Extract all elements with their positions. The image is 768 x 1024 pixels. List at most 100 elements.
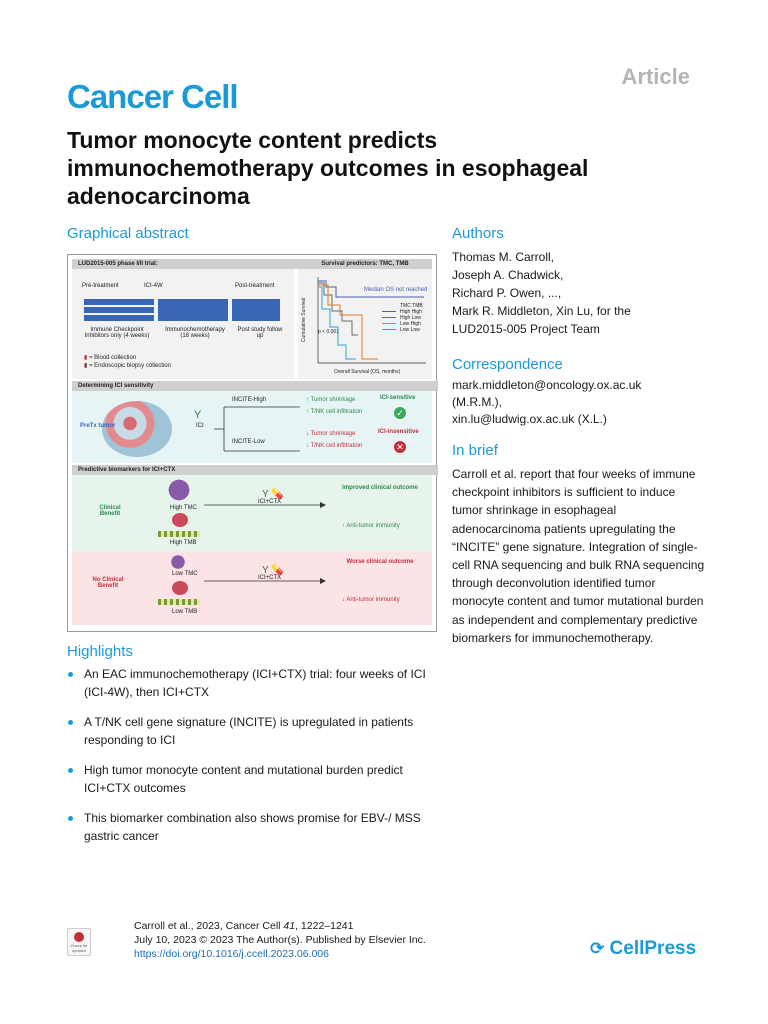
pvalue-label: p < 0.001: [318, 329, 339, 335]
tumor-shrinkage-up: ↑ Tumor shrinkage: [306, 397, 356, 403]
author-line: Richard P. Owen, ...,: [452, 286, 562, 300]
sensitivity-panel-title: Determining ICI sensitivity: [72, 381, 438, 391]
check-for-updates-icon[interactable]: Check for updates: [67, 928, 91, 956]
km-curve-high-high: [318, 280, 424, 298]
antibody-icon: Y: [194, 409, 202, 421]
km-curve-high-low: [318, 282, 358, 336]
graphical-abstract: LUD2015-005 phase I/II trial: Pre-treatm…: [67, 254, 438, 632]
trial-panel: LUD2015-005 phase I/II trial: Pre-treatm…: [72, 259, 300, 379]
journal-name: Cancer Cell: [67, 78, 239, 115]
author-line: Thomas M. Carroll,: [452, 250, 555, 264]
no-clinical-benefit-label: No Clinical Benefit: [92, 577, 124, 589]
biomarker-panel-title: Predictive biomarkers for ICI+CTX: [72, 465, 438, 475]
survival-legend-row: Low High: [382, 321, 423, 327]
median-os-label: Median OS not reached: [364, 287, 428, 293]
benefit-band: [72, 475, 432, 551]
highlight-item: This biomarker combination also shows pr…: [67, 810, 447, 845]
graphical-abstract-heading: Graphical abstract: [67, 225, 189, 242]
legend-swatch: [382, 322, 396, 325]
cross-icon: ✕: [394, 441, 406, 453]
dna-low-graphic: [158, 599, 200, 605]
highlight-item: A T/NK cell gene signature (INCITE) is u…: [67, 714, 447, 749]
trial-panel-title: LUD2015-005 phase I/II trial:: [72, 259, 300, 269]
survival-ylabel: Cumulative Survival: [301, 297, 308, 343]
survival-legend-row: High Low: [382, 315, 423, 321]
legend-swatch: [382, 328, 396, 331]
ici-arm-bars: [84, 299, 154, 321]
correspondence-heading: Correspondence: [452, 356, 563, 373]
survival-panel: Survival predictors: TMC, TMB Median OS …: [298, 259, 432, 379]
tnk-infiltration-down: ↓ T/NK cell infiltration: [306, 443, 363, 449]
check-icon: ✓: [394, 407, 406, 419]
ici-ctx-label-2: ICI+CTX: [258, 575, 282, 581]
highlight-item: An EAC immunochemotherapy (ICI+CTX) tria…: [67, 666, 447, 701]
in-brief-text: Carroll et al. report that four weeks of…: [452, 467, 705, 645]
anti-tumor-down: ↓ Anti-tumor immunity: [342, 597, 400, 603]
email-line[interactable]: xin.lu@ludwig.ox.ac.uk (X.L.): [452, 412, 607, 426]
survival-xlabel: Overall Survival (OS, months): [334, 369, 401, 375]
ici-label: ICI: [196, 423, 204, 429]
citation-footer: Carroll et al., 2023, Cancer Cell 41, 12…: [134, 919, 426, 961]
km-curve-low-low: [318, 286, 356, 360]
legend-swatch: [382, 310, 396, 313]
email-line: (M.R.M.),: [452, 395, 502, 409]
cellpress-icon: ⟳: [590, 939, 605, 958]
citation-line: Carroll et al., 2023, Cancer Cell 41, 12…: [134, 920, 354, 932]
author-line: Mark R. Middleton, Xin Lu, for the: [452, 304, 631, 318]
clinical-benefit-label: Clinical Benefit: [99, 505, 121, 517]
ici-insensitive-label: ICI-insensitive: [378, 429, 419, 435]
email-line[interactable]: mark.middleton@oncology.ox.ac.uk: [452, 378, 642, 392]
legend-blood: ▮ = Blood collection: [84, 355, 137, 361]
worse-outcome-label: Worse clinical outcome: [346, 559, 414, 565]
legend-biopsy: ▮ = Endoscopic biopsy collection: [84, 363, 171, 369]
immuno-label: Immunochemotherapy (18 weeks): [165, 327, 225, 339]
highlight-item: High tumor monocyte content and mutation…: [67, 762, 447, 797]
authors-heading: Authors: [452, 225, 504, 242]
monocytes-low-graphic: [168, 555, 188, 569]
tumor-cells-graphic: [102, 401, 172, 457]
ici-only-label: Immune Checkpoint Inhibitors only (4 wee…: [84, 327, 150, 339]
tnk-infiltration-up: ↑ T/NK cell infiltration: [306, 409, 363, 415]
survival-curve-plot: [317, 277, 426, 364]
correspondence-emails[interactable]: mark.middleton@oncology.ox.ac.uk (M.R.M.…: [452, 377, 641, 428]
followup-bar: [232, 299, 280, 321]
legend-swatch: [382, 316, 396, 319]
branch-arrows: [214, 406, 300, 452]
survival-legend-row: Low Low: [382, 327, 423, 333]
author-list: Thomas M. Carroll, Joseph A. Chadwick, R…: [452, 248, 732, 338]
km-curve-low-high: [318, 284, 378, 360]
monocytes-high-graphic: [164, 479, 194, 501]
ici-sensitive-label: ICI-sensitive: [380, 395, 416, 401]
incite-high-label: INCITE-High: [232, 397, 267, 403]
treatment-icon-1: Y 💊: [262, 489, 284, 500]
tumor-cell-high: [172, 513, 188, 527]
anti-tumor-up: ↑ Anti-tumor immunity: [342, 523, 400, 529]
author-line: LUD2015-005 Project Team: [452, 322, 600, 336]
pretx-tumor-label: PreTx tumor: [80, 423, 116, 429]
highlights-heading: Highlights: [67, 643, 133, 660]
biomarker-panel: Predictive biomarkers for ICI+CTX Clinic…: [72, 465, 438, 625]
ici4w-label: ICI-4W: [144, 283, 163, 289]
low-tmc-label: Low TMC: [172, 571, 198, 577]
article-type: Article: [621, 64, 690, 89]
no-benefit-band: [72, 551, 432, 625]
doi-link[interactable]: https://doi.org/10.1016/j.ccell.2023.06.…: [134, 948, 329, 960]
ici-ctx-label-1: ICI+CTX: [258, 499, 282, 505]
in-brief-heading: In brief: [452, 442, 498, 459]
pre-treatment-label: Pre-treatment: [82, 283, 119, 289]
post-treatment-label: Post-treatment: [235, 283, 275, 289]
immunochemo-bar: [158, 299, 228, 321]
high-tmc-label: High TMC: [170, 505, 197, 511]
low-tmb-label: Low TMB: [172, 609, 198, 615]
tumor-shrinkage-down: ↓ Tumor shrinkage: [306, 431, 356, 437]
high-tmb-label: High TMB: [170, 540, 197, 546]
survival-legend-row: High High: [382, 309, 423, 315]
highlights-list: An EAC immunochemotherapy (ICI+CTX) tria…: [67, 666, 447, 858]
biomarker-arrows: [204, 502, 326, 584]
survival-panel-title: Survival predictors: TMC, TMB: [298, 259, 432, 269]
incite-low-label: INCITE-Low: [232, 439, 265, 445]
cellpress-logo: ⟳ CellPress: [590, 938, 697, 959]
poststudy-label: Post study follow up: [237, 327, 283, 339]
treatment-icon-2: Y 💊: [262, 565, 284, 576]
